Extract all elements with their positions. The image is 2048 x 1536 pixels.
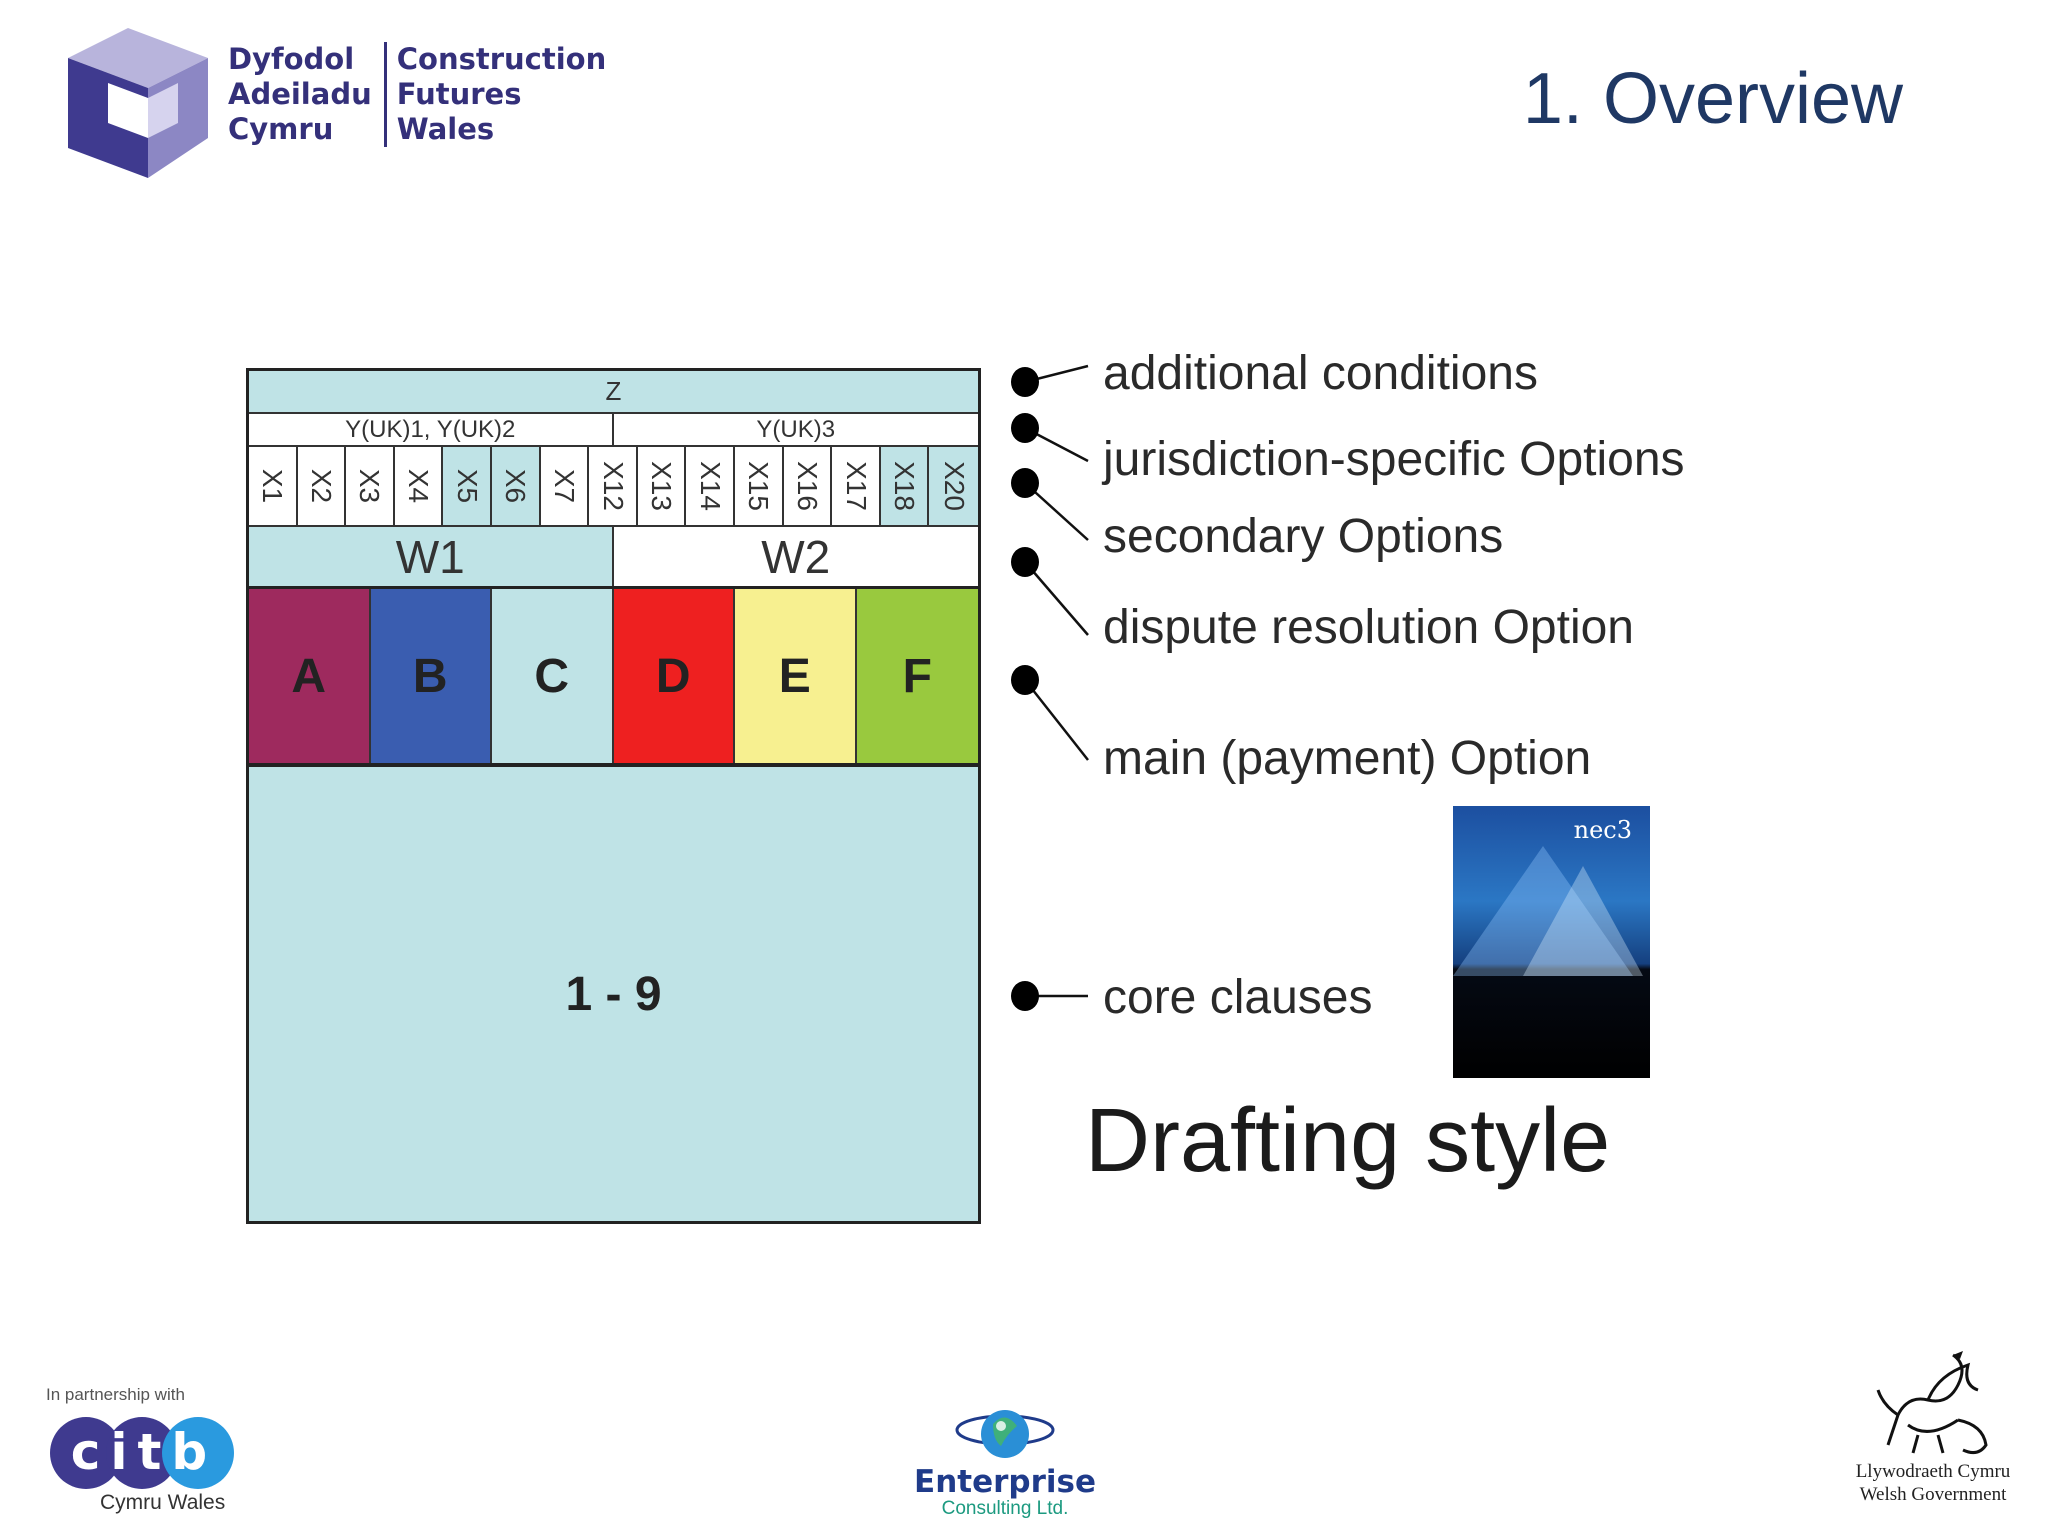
construction-futures-wales-logo: Dyfodol Adeiladu Cymru Construction Futu… bbox=[68, 28, 668, 178]
x-option-cell: X2 bbox=[297, 447, 347, 525]
x-option-label: X4 bbox=[403, 468, 435, 504]
x-option-label: X15 bbox=[743, 461, 775, 511]
globe-icon bbox=[955, 1410, 1055, 1458]
w-cell: W2 bbox=[613, 527, 978, 586]
enterprise-consulting-logo: Enterprise Consulting Ltd. bbox=[905, 1400, 1105, 1520]
label-core-clauses: core clauses bbox=[1103, 971, 1373, 1024]
leader-dot bbox=[1011, 981, 1039, 1011]
y-cell: Y(UK)1, Y(UK)2 bbox=[249, 414, 614, 445]
label-additional-conditions: additional conditions bbox=[1103, 347, 1538, 400]
x-option-label: X13 bbox=[646, 461, 678, 511]
welsh-government-logo: Llywodraeth Cymru Welsh Government bbox=[1838, 1345, 2028, 1505]
leader-dot bbox=[1011, 665, 1039, 695]
dragon-icon bbox=[1876, 1351, 1988, 1455]
citb-wordmark: citb bbox=[71, 1423, 217, 1481]
x-option-cell: X4 bbox=[394, 447, 444, 525]
logo-word: Adeiladu bbox=[228, 77, 372, 111]
x-option-label: X18 bbox=[889, 461, 921, 511]
secondary-options-row: X1 X2 X3 X4 X5 X6 X7 X12 X13 X14 X15 X16 X17 X18 X20 bbox=[249, 447, 978, 527]
x-option-label: X1 bbox=[257, 468, 289, 504]
label-dispute-resolution: dispute resolution Option bbox=[1103, 601, 1634, 654]
leader-dot bbox=[1011, 468, 1039, 498]
leader-lines bbox=[1011, 364, 1089, 1011]
cube-logo-icon bbox=[68, 28, 208, 178]
z-cell: Z bbox=[605, 376, 622, 406]
main-option-cell: C bbox=[492, 589, 614, 763]
jurisdiction-options-row: Y(UK)1, Y(UK)2 Y(UK)3 bbox=[249, 414, 978, 447]
logo-word: Dyfodol bbox=[228, 42, 355, 76]
logo-word: Wales bbox=[396, 112, 495, 146]
logo-word: Futures bbox=[396, 77, 522, 111]
x-option-cell: X3 bbox=[346, 447, 395, 525]
slide-title: 1. Overview bbox=[1522, 59, 1903, 139]
leader-dot bbox=[1011, 367, 1039, 397]
x-option-cell: X1 bbox=[249, 447, 298, 525]
x-option-cell: X13 bbox=[637, 447, 687, 525]
core-clauses-row: 1 - 9 bbox=[249, 767, 978, 1221]
cover-graphic bbox=[1523, 866, 1643, 976]
x-option-label: X2 bbox=[305, 468, 337, 504]
main-option-cell: B bbox=[370, 589, 492, 763]
label-secondary-options: secondary Options bbox=[1103, 510, 1504, 563]
w-cell: W1 bbox=[249, 527, 614, 586]
welsh-text: Llywodraeth Cymru bbox=[1855, 1461, 2011, 1482]
x-option-label: X17 bbox=[840, 461, 872, 511]
x-option-cell: X15 bbox=[734, 447, 784, 525]
x-option-label: X3 bbox=[354, 468, 386, 504]
enterprise-subtitle: Consulting Ltd. bbox=[941, 1498, 1069, 1519]
citb-mark-icon: citb bbox=[50, 1417, 234, 1489]
x-option-cell: X7 bbox=[540, 447, 590, 525]
x-option-cell: X14 bbox=[686, 447, 735, 525]
leader-dot bbox=[1011, 413, 1039, 443]
welsh-text: Welsh Government bbox=[1859, 1484, 2007, 1505]
cover-graphic bbox=[1453, 846, 1633, 976]
y-cell: Y(UK)3 bbox=[613, 414, 978, 445]
x-option-cell: X18 bbox=[880, 447, 930, 525]
x-option-cell: X16 bbox=[783, 447, 833, 525]
x-option-cell: X6 bbox=[491, 447, 541, 525]
x-option-label: X20 bbox=[938, 461, 970, 511]
nec3-book-cover: nec3 bbox=[1453, 806, 1650, 1078]
nec3-brand: nec3 bbox=[1573, 816, 1632, 844]
x-option-label: X7 bbox=[548, 468, 580, 504]
x-option-label: X14 bbox=[694, 461, 726, 511]
label-main-option: main (payment) Option bbox=[1103, 732, 1592, 785]
main-option-cell: E bbox=[735, 589, 857, 763]
citb-subtitle: Cymru Wales bbox=[100, 1491, 226, 1514]
main-option-cell: D bbox=[613, 589, 735, 763]
core-cell: 1 - 9 bbox=[565, 967, 662, 1021]
drafting-style-heading: Drafting style bbox=[1085, 1091, 1611, 1191]
x-option-label: X6 bbox=[500, 468, 532, 504]
logo-word: Construction bbox=[396, 42, 607, 76]
x-option-cell: X20 bbox=[929, 447, 978, 525]
x-option-cell: X5 bbox=[443, 447, 492, 525]
dispute-resolution-row: W1 W2 bbox=[249, 527, 978, 589]
label-jurisdiction-options: jurisdiction-specific Options bbox=[1103, 433, 1685, 486]
additional-conditions-row: Z bbox=[249, 371, 978, 414]
x-option-cell: X12 bbox=[589, 447, 638, 525]
citb-logo: In partnership with citb Cymru Wales bbox=[44, 1385, 244, 1515]
leader-dot bbox=[1011, 547, 1039, 577]
citb-tagline: In partnership with bbox=[46, 1385, 185, 1404]
x-option-cell: X17 bbox=[832, 447, 881, 525]
logo-word: Cymru bbox=[228, 112, 334, 146]
x-option-label: X16 bbox=[791, 461, 823, 511]
main-option-cell: F bbox=[856, 589, 978, 763]
x-option-label: X5 bbox=[451, 468, 483, 504]
main-option-cell: A bbox=[249, 589, 371, 763]
enterprise-name: Enterprise bbox=[914, 1464, 1096, 1500]
x-option-label: X12 bbox=[597, 461, 629, 511]
